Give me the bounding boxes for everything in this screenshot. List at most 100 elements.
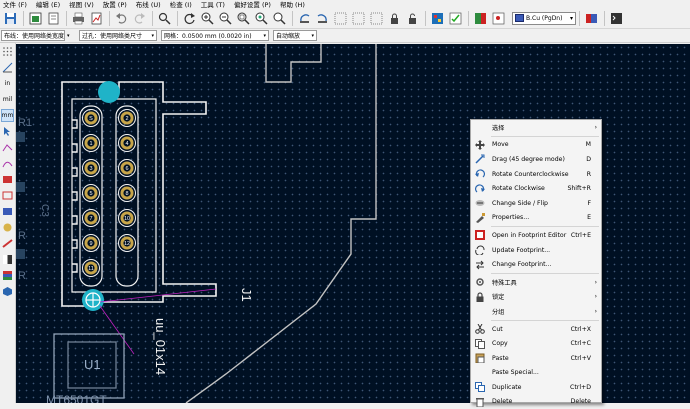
menu-item-label: Move [492, 141, 509, 149]
zoom-value: 自动缩放 [276, 33, 301, 40]
zoom-selection-icon[interactable] [271, 10, 288, 26]
grid-toggle-icon[interactable] [1, 45, 14, 58]
units-mm-button[interactable]: mm [1, 109, 14, 122]
layer-select-value: B.Cu (PgDn) [526, 14, 563, 22]
menu-tools[interactable]: 工具 (T) [200, 1, 225, 9]
context-menu-item-item-0[interactable]: 选择› [471, 120, 601, 135]
refresh-icon[interactable] [181, 10, 198, 26]
track-width-select[interactable]: 布线：使用网络类宽度▾ [1, 30, 70, 41]
layers-manager-icon[interactable] [1, 269, 14, 282]
context-menu-item-item-14[interactable]: 锁定› [471, 290, 601, 305]
menu-item-label: 分组 [492, 308, 505, 316]
context-menu-item-item-15[interactable]: 分组› [471, 304, 601, 319]
cursor-icon[interactable] [1, 125, 14, 138]
left-component-pad [16, 249, 25, 259]
context-menu-item-drag-45-degree-mode[interactable]: Drag (45 degree mode)D [471, 152, 601, 167]
pad-label: S [89, 116, 93, 122]
3d-viewer-icon[interactable] [1, 285, 14, 298]
unlock-icon[interactable] [404, 10, 421, 26]
grid-select[interactable]: 网格：0.0500 mm (0.0020 in) ▾ [161, 30, 269, 41]
menu-place[interactable]: 放置 (P) [102, 1, 127, 9]
group-icon[interactable] [368, 10, 385, 26]
high-contrast-icon[interactable] [1, 253, 14, 266]
u1-body [67, 341, 117, 389]
zoom-fit-icon[interactable] [235, 10, 252, 26]
rotate-cw-icon [474, 184, 486, 194]
ratsnest-line [99, 305, 135, 355]
context-menu-item-properties[interactable]: Properties...E [471, 211, 601, 226]
polar-coords-icon[interactable] [1, 61, 14, 74]
menu-file[interactable]: 文件 (F) [3, 1, 27, 9]
menu-preferences[interactable]: 偏好设置 (P) [233, 1, 271, 9]
menu-edit[interactable]: 编辑 (E) [35, 1, 61, 9]
search-icon[interactable] [156, 10, 173, 26]
ratsnest-icon[interactable] [1, 141, 14, 154]
rotate-cw-icon[interactable] [314, 10, 331, 26]
mirror-v-icon[interactable] [350, 10, 367, 26]
u1-outline [53, 333, 125, 399]
properties-icon [474, 212, 486, 223]
pad-label: 12 [124, 241, 130, 247]
rotate-ccw-icon[interactable] [296, 10, 313, 26]
zoom-in-icon[interactable] [199, 10, 216, 26]
schematic-icon[interactable] [490, 10, 507, 26]
zone-outline-icon[interactable] [1, 189, 14, 202]
board-setup-icon[interactable] [27, 10, 44, 26]
mirror-h-icon[interactable] [332, 10, 349, 26]
lock-icon[interactable] [386, 10, 403, 26]
via-sketch-icon[interactable] [1, 221, 14, 234]
via-size-select[interactable]: 过孔：使用网络类尺寸▾ [79, 30, 157, 41]
grid-value: 网格：0.0500 mm (0.0020 in) [164, 33, 252, 40]
track-sketch-icon[interactable] [1, 237, 14, 250]
context-menu-item-update-footprint[interactable]: Update Footprint... [471, 243, 601, 258]
context-menu-item-item-13[interactable]: 特殊工具› [471, 275, 601, 290]
layer-select[interactable]: B.Cu (PgDn) ▾ [512, 11, 576, 25]
redo-icon[interactable] [131, 10, 148, 26]
zone-fill-icon[interactable] [1, 173, 14, 186]
page-settings-icon[interactable] [45, 10, 62, 26]
context-menu-item-paste-special[interactable]: Paste Special... [471, 366, 601, 381]
zoom-out-icon[interactable] [217, 10, 234, 26]
pad-outline [82, 209, 100, 227]
zoom-objects-icon[interactable] [253, 10, 270, 26]
drc-icon[interactable] [447, 10, 464, 26]
pad-drill [87, 239, 95, 247]
print-icon[interactable] [70, 10, 87, 26]
undo-icon[interactable] [113, 10, 130, 26]
curved-ratsnest-icon[interactable] [1, 157, 14, 170]
via-size-value: 过孔：使用网络类尺寸 [82, 33, 143, 40]
plot-icon[interactable] [88, 10, 105, 26]
units-mil-button[interactable]: mil [2, 96, 13, 103]
units-inch-button[interactable]: in [4, 80, 11, 87]
context-menu-item-change-footprint[interactable]: Change Footprint... [471, 257, 601, 272]
save-icon[interactable] [2, 10, 19, 26]
pad-label: 10 [124, 216, 130, 222]
menu-view[interactable]: 视图 (V) [69, 1, 94, 9]
menu-route[interactable]: 布线 (U) [135, 1, 161, 9]
pad-outline [82, 234, 100, 252]
menu-help[interactable]: 帮助 (H) [279, 1, 305, 9]
netlist-icon[interactable] [429, 10, 446, 26]
chevron-down-icon: ▾ [263, 32, 266, 39]
layer-pair-icon[interactable] [583, 10, 600, 26]
menu-inspect[interactable]: 检查 (I) [169, 1, 192, 9]
scripting-console-icon[interactable] [608, 10, 625, 26]
pad-sketch-icon[interactable] [1, 205, 14, 218]
pad-drill [123, 114, 131, 122]
pad-drill [87, 139, 95, 147]
pad-label: 8 [125, 191, 128, 197]
r1-reference: R1 [18, 117, 32, 129]
update-pcb-icon[interactable] [472, 10, 489, 26]
zoom-select[interactable]: 自动缩放▾ [273, 30, 317, 41]
